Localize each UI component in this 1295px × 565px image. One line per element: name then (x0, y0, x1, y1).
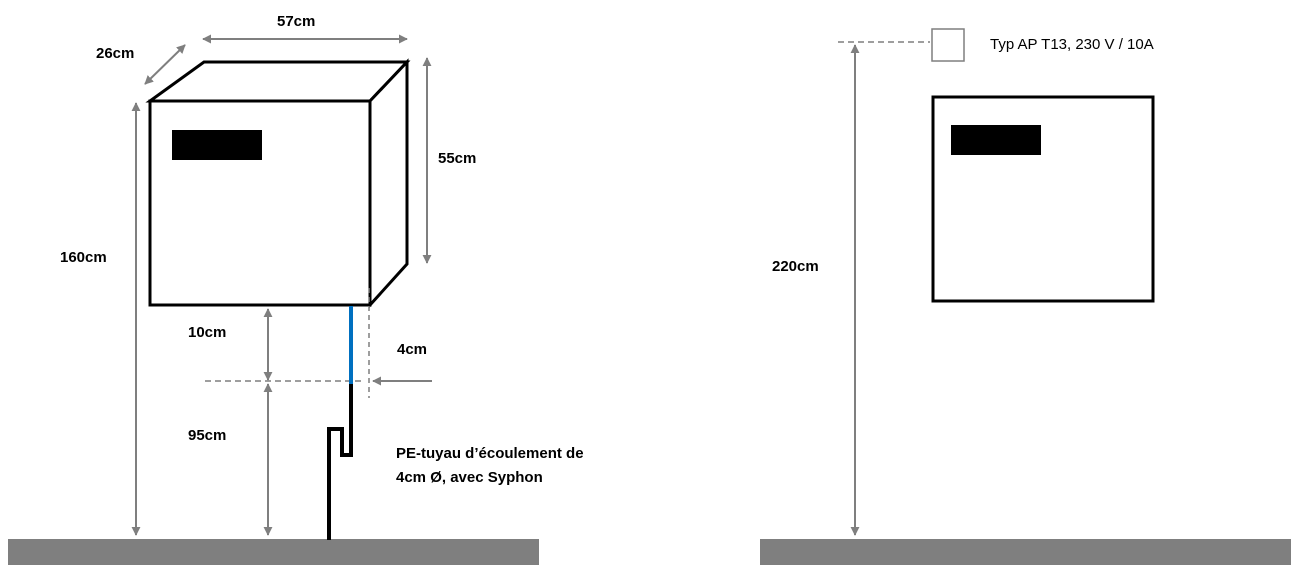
floor-right (760, 539, 1291, 565)
cabinet-box (145, 58, 411, 309)
drain-pipe-siphon (327, 384, 353, 540)
outlet-icon (931, 28, 965, 62)
outlet-height-label: 220cm (772, 258, 819, 275)
mount-height-label: 160cm (60, 249, 107, 266)
cabinet-front-display-panel (951, 125, 1041, 155)
right-view: Typ AP T13, 230 V / 10A 220cm (760, 28, 1291, 565)
depth-arrow (144, 44, 186, 85)
outlet-label: Typ AP T13, 230 V / 10A (990, 36, 1154, 53)
offset-label: 4cm (397, 341, 427, 358)
floor-left (8, 539, 539, 565)
drain-height-label: 95cm (188, 427, 226, 444)
depth-label: 26cm (96, 45, 134, 62)
drain-note-line2: 4cm Ø, avec Syphon (396, 469, 543, 486)
left-view: 26cm 57cm 55cm 160cm 10cm 95cm 4cm PE-tu… (8, 13, 584, 565)
cabinet-display-panel (172, 130, 262, 160)
width-label: 57cm (277, 13, 315, 30)
cabinet-side-face (368, 58, 409, 309)
height-label: 55cm (438, 150, 476, 167)
cabinet-top-face (145, 60, 411, 103)
gap-label: 10cm (188, 324, 226, 341)
drain-note-line1: PE-tuyau d’écoulement de (396, 445, 584, 462)
